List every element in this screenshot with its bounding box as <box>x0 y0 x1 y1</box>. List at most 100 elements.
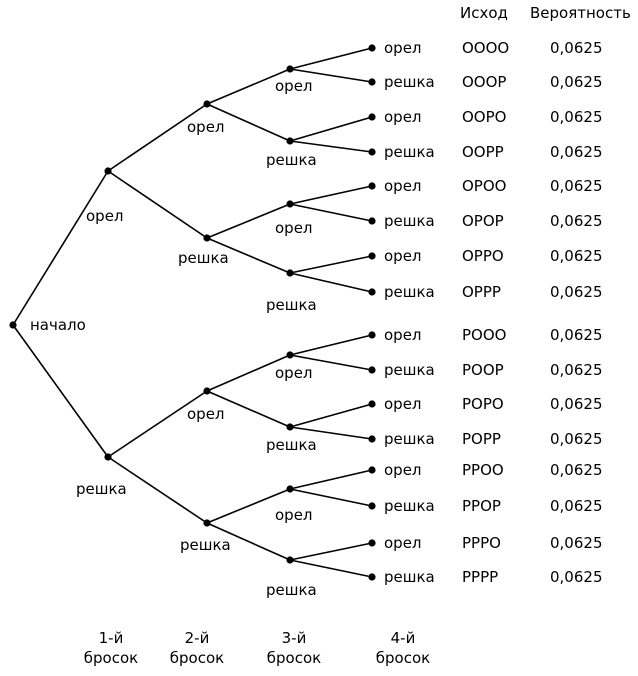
outcome-code: ОРОР <box>462 212 504 230</box>
leaf-label: решка <box>384 73 435 91</box>
leaf-label: орел <box>384 395 422 413</box>
tree-edge <box>206 354 291 392</box>
leaf-label: орел <box>384 326 422 344</box>
tree-edge <box>107 103 208 172</box>
tree-edge <box>289 272 373 293</box>
tree-node <box>368 78 376 86</box>
tree-edge <box>12 324 109 458</box>
leaf-label: орел <box>384 108 422 126</box>
tree-node <box>104 167 112 175</box>
level3-label: решка <box>266 581 317 599</box>
outcome-code: ОРРР <box>462 283 501 301</box>
leaf-label: орел <box>384 534 422 552</box>
probability-value: 0,0625 <box>550 395 603 413</box>
tree-node <box>203 100 211 108</box>
tree-edge <box>206 203 291 239</box>
outcome-code: РРОО <box>462 461 504 479</box>
tree-node <box>286 65 294 73</box>
leaf-label: решка <box>384 430 435 448</box>
probability-value: 0,0625 <box>550 326 603 344</box>
tree-edge <box>289 203 373 222</box>
probability-header: Вероятность <box>530 4 631 22</box>
probability-value: 0,0625 <box>550 361 603 379</box>
probability-value: 0,0625 <box>550 461 603 479</box>
leaf-label: орел <box>384 247 422 265</box>
leaf-label: орел <box>384 39 422 57</box>
probability-value: 0,0625 <box>550 39 603 57</box>
tree-node <box>368 502 376 510</box>
tree-node <box>286 485 294 493</box>
outcome-code: РРРР <box>462 568 499 586</box>
tree-node <box>203 519 211 527</box>
probability-value: 0,0625 <box>550 534 603 552</box>
probability-value: 0,0625 <box>550 247 603 265</box>
leaf-label: решка <box>384 497 435 515</box>
tree-edge <box>289 47 373 70</box>
tree-node <box>368 573 376 581</box>
probability-value: 0,0625 <box>550 108 603 126</box>
tree-node <box>203 387 211 395</box>
level3-label: орел <box>275 219 313 237</box>
tree-edge <box>289 185 373 205</box>
probability-value: 0,0625 <box>550 430 603 448</box>
tree-edge <box>289 469 373 490</box>
tree-node <box>368 44 376 52</box>
tree-edge <box>206 103 291 142</box>
outcome-code: ОРОО <box>462 177 507 195</box>
tree-edge <box>289 68 373 83</box>
tree-edge <box>289 334 373 356</box>
outcome-code: ОРРО <box>462 247 504 265</box>
tree-node <box>368 182 376 190</box>
tree-node <box>368 148 376 156</box>
tree-edge <box>107 170 208 239</box>
leaf-label: решка <box>384 212 435 230</box>
outcome-code: РОРР <box>462 430 501 448</box>
leaf-label: решка <box>384 568 435 586</box>
tree-node <box>9 321 17 329</box>
probability-value: 0,0625 <box>550 212 603 230</box>
tree-node <box>368 113 376 121</box>
tree-node <box>286 200 294 208</box>
outcome-code: ОООР <box>462 73 507 91</box>
outcome-code: РРОР <box>462 497 501 515</box>
tree-node <box>286 351 294 359</box>
tree-edge <box>107 390 208 458</box>
tree-edge <box>289 403 373 428</box>
probability-value: 0,0625 <box>550 283 603 301</box>
leaf-label: орел <box>384 461 422 479</box>
level1-label: решка <box>76 480 127 498</box>
tree-node <box>368 331 376 339</box>
tree-node <box>368 252 376 260</box>
level3-label: орел <box>275 506 313 524</box>
tree-edge <box>289 426 373 440</box>
outcome-code: ООРО <box>462 108 507 126</box>
outcome-code: РООО <box>462 326 507 344</box>
level2-label: решка <box>180 536 231 554</box>
level2-label: решка <box>178 249 229 267</box>
probability-value: 0,0625 <box>550 73 603 91</box>
tree-node <box>286 423 294 431</box>
tree-node <box>368 366 376 374</box>
leaf-label: решка <box>384 283 435 301</box>
level3-label: решка <box>266 296 317 314</box>
level3-label: решка <box>266 436 317 454</box>
tree-edge <box>12 170 109 326</box>
probability-value: 0,0625 <box>550 143 603 161</box>
level3-label: орел <box>275 77 313 95</box>
tree-edge <box>206 488 291 524</box>
tree-node <box>286 137 294 145</box>
outcome-code: РООР <box>462 361 504 379</box>
outcome-header: Исход <box>460 4 508 22</box>
start-label: начало <box>30 316 86 334</box>
level2-label: орел <box>187 405 225 423</box>
tree-node <box>368 435 376 443</box>
outcome-code: ООРР <box>462 143 504 161</box>
tree-edge <box>289 255 373 274</box>
tree-edge <box>289 354 373 371</box>
tree-edge <box>206 522 291 561</box>
probability-value: 0,0625 <box>550 568 603 586</box>
level2-label: орел <box>187 118 225 136</box>
